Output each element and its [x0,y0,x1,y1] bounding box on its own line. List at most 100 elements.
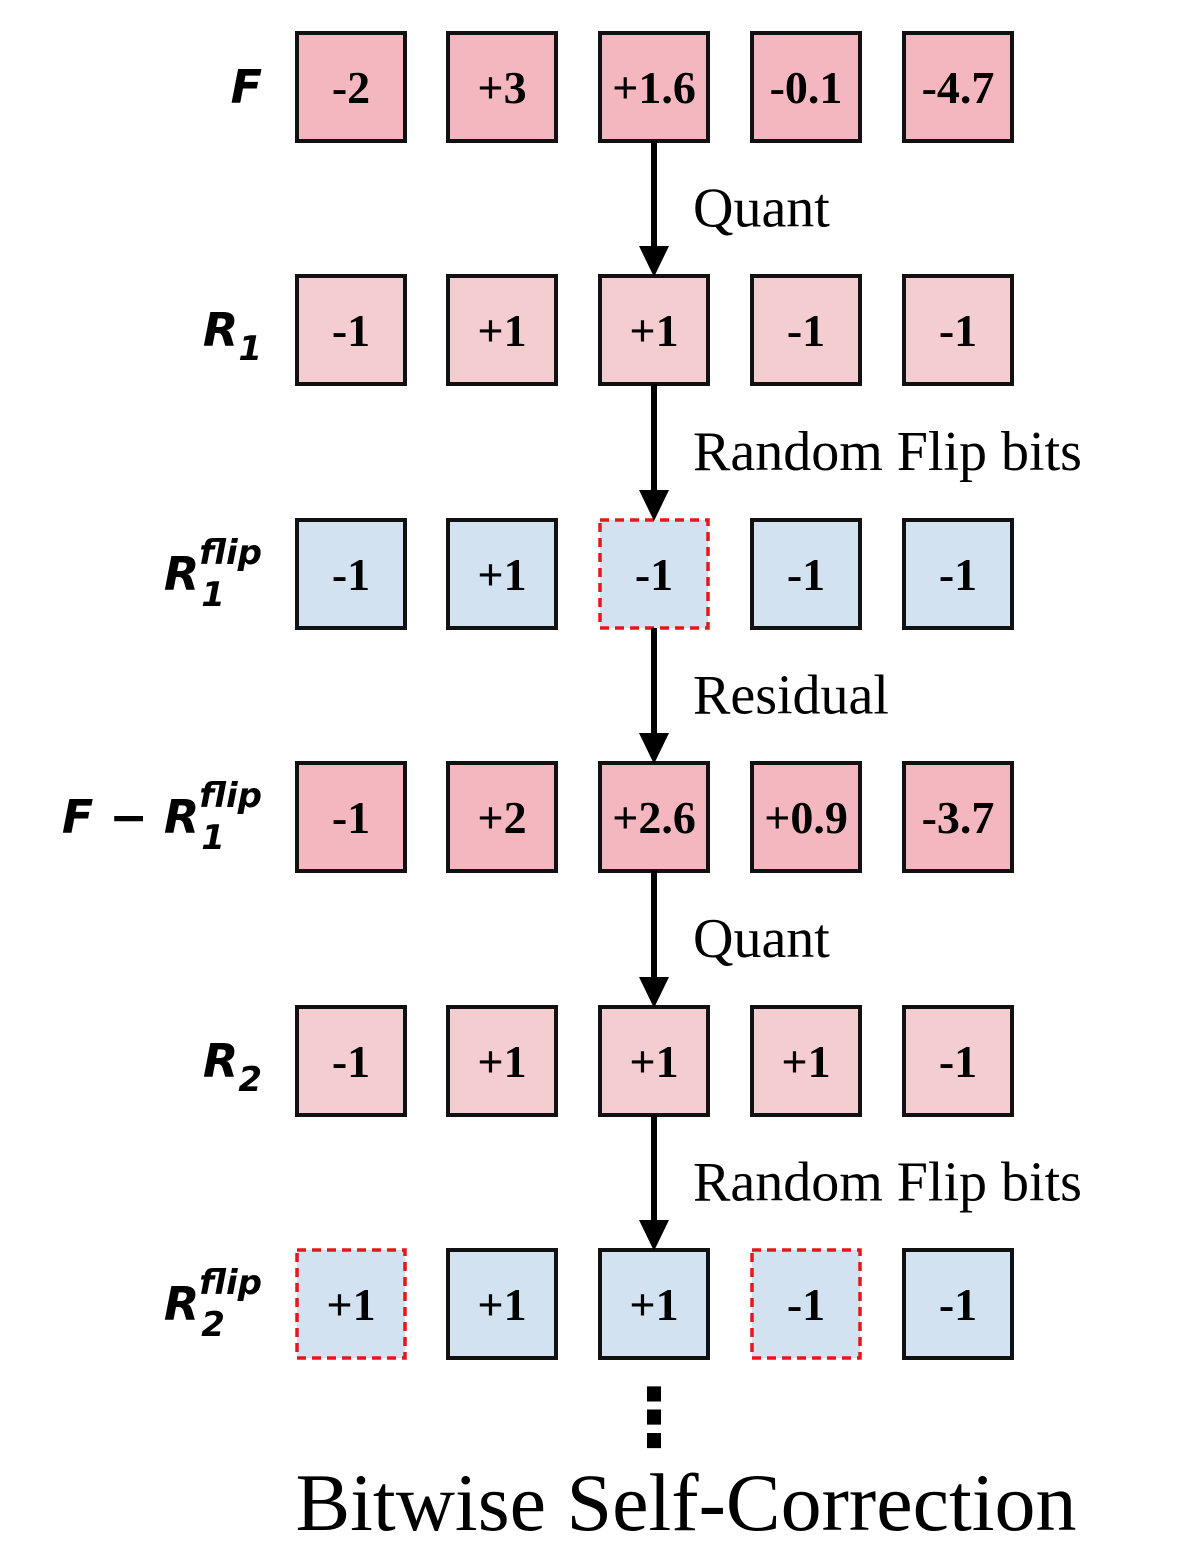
cell-value: +0.9 [764,792,848,843]
row-6: +1 +1 +1 -1 -1 [295,1248,1014,1360]
cell-value: -1 [332,549,370,600]
cell-value: +1.6 [612,62,696,113]
cell-value: -3.7 [922,792,995,843]
row-label-subscript: 2 [201,1305,225,1345]
row-label-superscript: flip [199,776,262,816]
value-cell [295,274,407,386]
cell-value: -1 [939,1279,977,1330]
step-arrow-4: Quant [639,871,830,1008]
cell-value: -1 [332,1036,370,1087]
step-label: Quant [693,178,830,240]
cell-value: +1 [629,1279,678,1330]
flipped-bit-cell [295,1248,407,1360]
cell-value: -1 [787,1279,825,1330]
value-cell [446,518,558,630]
row-label-main: R [164,547,199,601]
cell-value: +1 [629,1036,678,1087]
cell-value: -1 [787,305,825,356]
arrow-head [639,977,669,1008]
row-label: R2 [203,1034,262,1100]
value-cell [750,31,862,143]
value-cell [446,274,558,386]
value-cell [446,761,558,873]
cell-value: +2.6 [612,792,696,843]
cell-value: +1 [477,549,526,600]
value-cell [902,1005,1014,1117]
value-cell [598,1248,710,1360]
value-cell [295,1005,407,1117]
value-cell [598,1005,710,1117]
row-label-prefix: F − [62,790,164,844]
row-label-superscript: flip [199,533,262,573]
row-1: -2+3+1.6-0.1-4.7 [295,31,1014,143]
row-label: F − Rflip [62,776,262,844]
cell-value: +1 [477,1036,526,1087]
cell-value: -1 [332,792,370,843]
row-label-main: F [231,60,262,114]
cell-value: -4.7 [922,62,995,113]
step-label: Random Flip bits [693,421,1082,483]
continuation-dots: ⋮ [614,1371,694,1464]
row-label-subscript: 2 [238,1060,262,1100]
row-2: -1 +1 +1 -1 -1 [295,274,1014,386]
step-arrow-2: Random Flip bits [639,384,1082,521]
step-arrow-3: Residual [639,628,889,764]
row-label-subscript: 1 [201,818,225,858]
value-cell [750,1005,862,1117]
value-cell [750,518,862,630]
arrow-head [639,1220,669,1251]
cell-value: +1 [629,305,678,356]
row-label-superscript: flip [199,1263,262,1303]
row-label-main: R [203,303,238,357]
value-cell [295,31,407,143]
value-cell [902,31,1014,143]
row-label: R1 [203,303,262,369]
cell-value: +1 [781,1036,830,1087]
row-label-subscript: 1 [201,575,225,615]
cell-value: -1 [787,549,825,600]
row-label: F [231,60,262,114]
row-5: -1 +1 +1 +1 -1 [295,1005,1014,1117]
value-cell [446,31,558,143]
value-cell [902,518,1014,630]
arrow-head [639,490,669,521]
value-cell [902,761,1014,873]
cell-value: +3 [477,62,526,113]
diagram-caption: Bitwise Self-Correction [295,1457,1076,1548]
arrow-head [639,246,669,277]
value-cell [295,518,407,630]
value-cell [750,274,862,386]
row-label: Rflip [164,1263,262,1331]
step-arrow-5: Random Flip bits [639,1115,1082,1251]
value-cell [902,1248,1014,1360]
cell-value: +1 [326,1279,375,1330]
step-label: Residual [693,665,889,727]
row-label-main: R [203,1034,238,1088]
value-cell [446,1005,558,1117]
cell-value: -1 [635,549,673,600]
value-cell [295,761,407,873]
cell-value: -1 [939,305,977,356]
cell-value: +1 [477,1279,526,1330]
value-cell [598,274,710,386]
row-label-subscript: 1 [238,329,262,369]
cell-value: +1 [477,305,526,356]
row-3: -1 +1 -1 -1 -1 [295,518,1014,630]
value-cell [750,761,862,873]
cell-value: -1 [939,1036,977,1087]
cell-value: -0.1 [770,62,843,113]
step-label: Quant [693,908,830,970]
row-label-main: R [164,1277,199,1331]
step-arrow-1: Quant [639,141,830,277]
cell-value: -1 [939,549,977,600]
flipped-bit-cell [750,1248,862,1360]
row-label: Rflip [164,533,262,601]
cell-value: +2 [477,792,526,843]
value-cell [446,1248,558,1360]
row-4: -1 +2 +2.6 +0.9 -3.7 [295,761,1014,873]
arrow-head [639,733,669,764]
step-label: Random Flip bits [693,1152,1082,1214]
cell-value: -1 [332,305,370,356]
value-cell [902,274,1014,386]
